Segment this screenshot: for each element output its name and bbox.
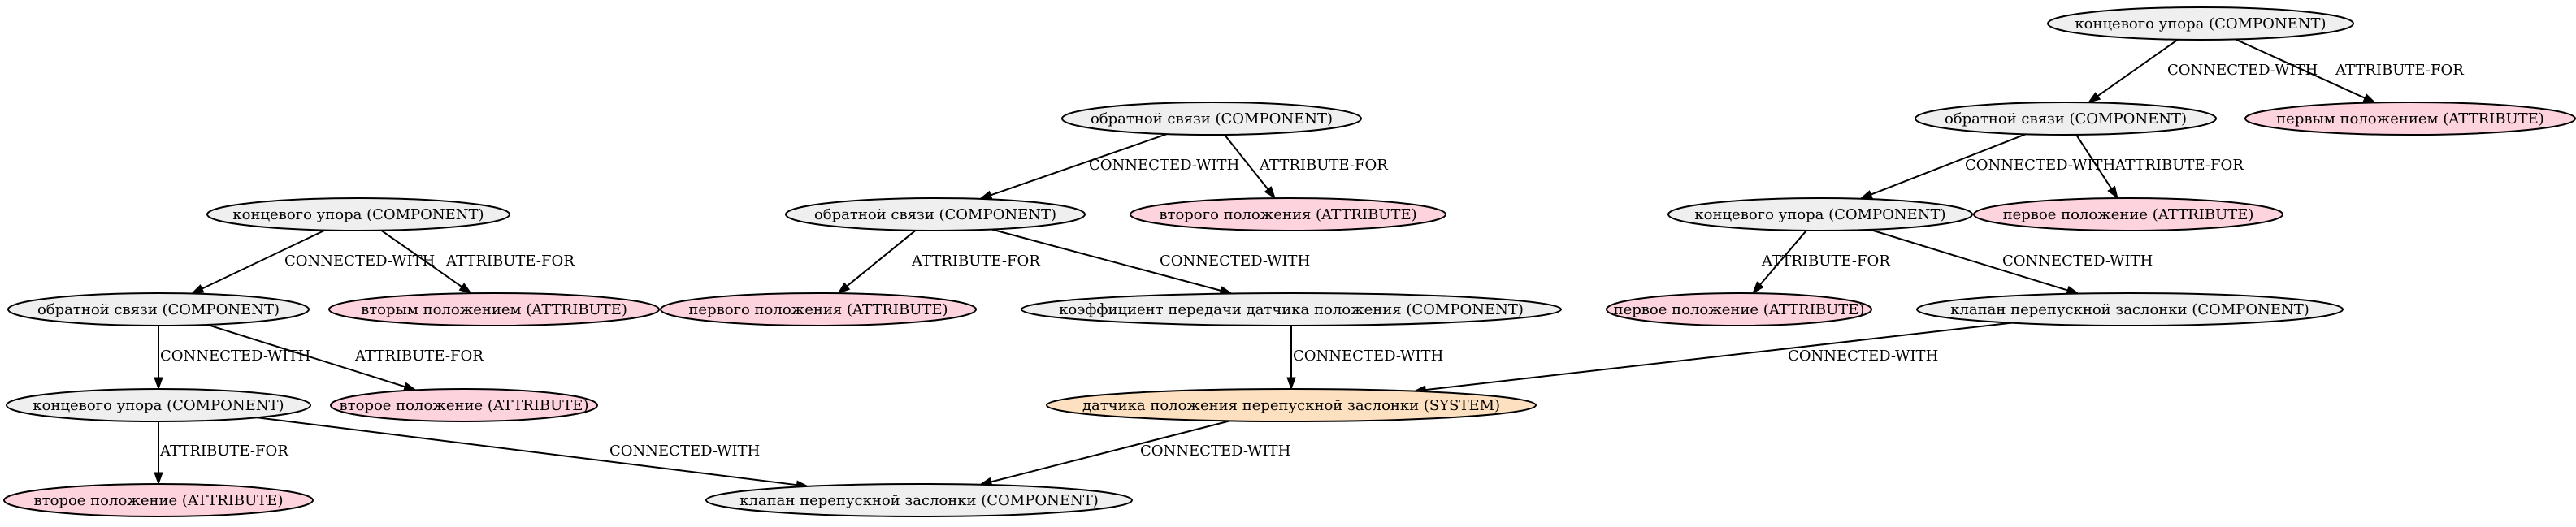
edge-c7-s1: CONNECTED-WITH [1414,323,2011,394]
node-label: первое положение (ATTRIBUTE) [1614,301,1865,318]
node-a4[interactable]: концевого упора (COMPONENT) [7,389,310,421]
edge-c4-c7: CONNECTED-WITH [1871,230,2153,294]
node-label: концевого упора (COMPONENT) [2075,15,2326,32]
edge-label: ATTRIBUTE-FOR [2335,62,2464,79]
node-c7[interactable]: клапан перепускной заслонки (COMPONENT) [1917,293,2343,326]
node-a1[interactable]: концевого упора (COMPONENT) [207,198,510,231]
node-label: вторым положением (ATTRIBUTE) [361,301,627,318]
edge-label: ATTRIBUTE-FOR [1259,157,1388,174]
node-b1[interactable]: обратной связи (COMPONENT) [1062,102,1361,135]
node-c6[interactable]: первое положение (ATTRIBUTE) [1607,293,1871,326]
node-a3[interactable]: вторым положением (ATTRIBUTE) [329,293,659,326]
node-label: концевого упора (COMPONENT) [33,397,284,414]
node-label: первым положением (ATTRIBUTE) [2276,110,2544,127]
node-b3[interactable]: второго положения (ATTRIBUTE) [1130,198,1446,231]
edge-a4-a6: ATTRIBUTE-FOR [154,421,288,484]
node-a2[interactable]: обратной связи (COMPONENT) [8,293,309,326]
edge-c2-c4: CONNECTED-WITH [1860,134,2115,198]
node-b2[interactable]: обратной связи (COMPONENT) [786,198,1085,231]
edge-label: ATTRIBUTE-FOR [1761,253,1890,270]
edge-b1-b2: CONNECTED-WITH [980,134,1239,199]
edge-arrowhead [1287,378,1295,389]
edge-label: CONNECTED-WITH [1140,443,1290,460]
edge-label: CONNECTED-WITH [2167,62,2318,79]
edge-label: CONNECTED-WITH [284,253,435,270]
edge-arrowhead [154,473,163,484]
node-b4[interactable]: первого положения (ATTRIBUTE) [661,293,976,326]
node-label: клапан перепускной заслонки (COMPONENT) [1950,301,2309,318]
edge-arrowhead [154,378,163,389]
edge-label: ATTRIBUTE-FOR [159,443,288,460]
node-label: обратной связи (COMPONENT) [814,206,1056,223]
edge-a4-k1: CONNECTED-WITH [258,417,809,489]
edge-label: CONNECTED-WITH [609,443,760,460]
edge-arrowhead [192,285,204,294]
node-label: клапан перепускной заслонки (COMPONENT) [739,492,1099,509]
node-label: первого положения (ATTRIBUTE) [688,301,948,318]
node-a5[interactable]: второе положение (ATTRIBUTE) [331,389,597,421]
node-c2[interactable]: обратной связи (COMPONENT) [1915,102,2216,135]
edge-b5-s1: CONNECTED-WITH [1287,326,1443,389]
edge-b1-b3: ATTRIBUTE-FOR [1225,135,1388,198]
node-label: второго положения (ATTRIBUTE) [1159,206,1416,223]
node-label: датчика положения перепускной заслонки (… [1082,397,1500,414]
node-c3[interactable]: первым положением (ATTRIBUTE) [2245,102,2575,135]
node-k1[interactable]: клапан перепускной заслонки (COMPONENT) [706,484,1132,516]
node-c5[interactable]: первое положение (ATTRIBUTE) [1974,198,2283,231]
edge-arrowhead [1860,191,1872,199]
node-label: концевого упора (COMPONENT) [232,206,484,223]
edge-line [847,231,915,287]
node-label: второе положение (ATTRIBUTE) [340,397,589,414]
node-s1[interactable]: датчика положения перепускной заслонки (… [1047,389,1536,421]
node-label: обратной связи (COMPONENT) [1945,110,2187,127]
node-label: обратной связи (COMPONENT) [37,301,280,318]
edge-a1-a2: CONNECTED-WITH [192,231,435,294]
edge-label: CONNECTED-WITH [1089,157,1239,174]
node-label: первое положение (ATTRIBUTE) [2003,206,2254,223]
edge-label: ATTRIBUTE-FOR [2114,157,2244,174]
edge-label: CONNECTED-WITH [2002,253,2153,270]
edge-arrowhead [459,283,471,293]
edge-b2-b4: ATTRIBUTE-FOR [838,231,1040,293]
edge-label: CONNECTED-WITH [1293,348,1443,365]
node-label: второе положение (ATTRIBUTE) [34,492,284,509]
edge-arrowhead [2088,93,2100,102]
edge-label: ATTRIBUTE-FOR [354,348,484,365]
edge-a2-a4: CONNECTED-WITH [154,326,310,389]
edge-line [2097,40,2177,96]
edge-label: ATTRIBUTE-FOR [445,253,575,270]
edge-c1-c2: CONNECTED-WITH [2088,40,2318,102]
edge-label: CONNECTED-WITH [1160,253,1310,270]
node-b5[interactable]: коэффициент передачи датчика положения (… [1021,293,1561,326]
edge-arrowhead [980,192,992,199]
node-a6[interactable]: второе положение (ATTRIBUTE) [4,484,313,516]
edge-label: ATTRIBUTE-FOR [911,253,1040,270]
node-label: концевого упора (COMPONENT) [1694,206,1945,223]
edge-arrowhead [2108,187,2118,198]
node-label: коэффициент передачи датчика положения (… [1059,301,1524,318]
edge-s1-k1: CONNECTED-WITH [980,421,1290,486]
node-label: обратной связи (COMPONENT) [1091,110,1333,127]
edge-arrowhead [2363,94,2375,102]
node-c4[interactable]: концевого упора (COMPONENT) [1668,198,1972,231]
edge-c4-c6: ATTRIBUTE-FOR [1753,231,1890,293]
node-c1[interactable]: концевого упора (COMPONENT) [2048,7,2353,40]
edge-label: CONNECTED-WITH [1788,348,1938,365]
